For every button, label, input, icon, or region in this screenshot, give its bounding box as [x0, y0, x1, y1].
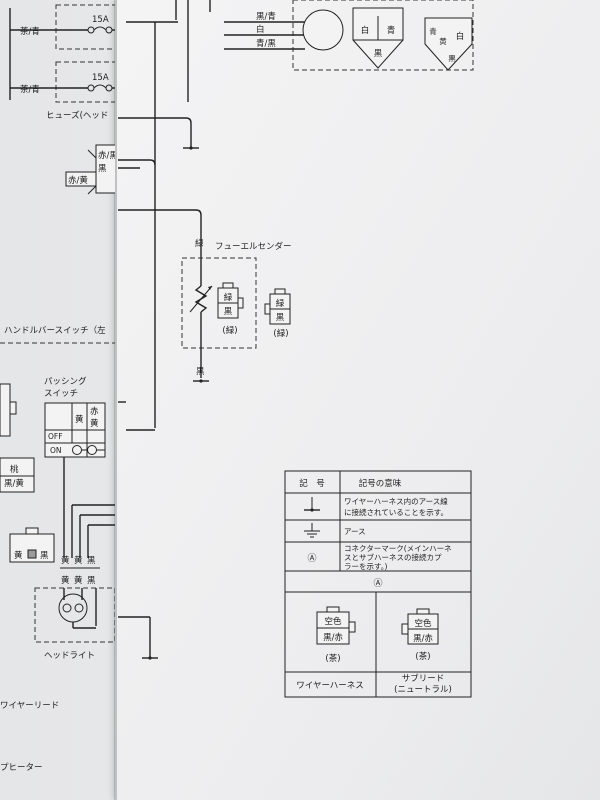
fuel-sender-wire-green: 緑 — [195, 238, 204, 249]
coupler-left-color: (茶) — [325, 653, 340, 664]
hl-wire-black-1: 黒 — [87, 556, 96, 566]
fuel-sender-box — [181, 257, 257, 349]
hl-wire-yellow-1: 黄 — [61, 555, 70, 566]
coupler-a-white: 白 — [361, 25, 370, 36]
left-edge-component — [0, 383, 11, 437]
left-connector: 赤/黒 黒 赤/黄 — [65, 144, 118, 195]
passing-switch: パッシング スイッチ 黄 赤 黄 OFF ON — [44, 376, 106, 458]
legend-row1-line2: に接続されていることを示す。 — [344, 507, 448, 517]
passing-switch-title-1: パッシング — [44, 376, 87, 387]
left-connector-black: 黒 — [98, 164, 107, 174]
coupler-b-white: 白 — [456, 31, 465, 42]
earth-icon — [304, 523, 320, 538]
fuel-sender: フューエルセンダー 緑 緑 黒 (緑) 緑 黒 (緑) 黒 — [181, 238, 292, 383]
fuse-wire-label-1: 茶/青 — [20, 26, 40, 37]
hl-wire-yellow-3: 黄 — [61, 575, 70, 586]
coupler-a-black: 黒 — [374, 49, 383, 59]
fuse-wire-label-2: 茶/青 — [20, 84, 40, 95]
wire-black-blue: 黒/青 — [256, 11, 276, 22]
top-meter-group: 黒/青 白 青/黒 白 青 黒 青 黄 白 黒 — [224, 0, 474, 71]
coupler-left-bottom: 黒/赤 — [323, 633, 343, 643]
headlight-connector-yellow: 黄 — [14, 550, 23, 561]
peach-connector: 桃 黒/黄 — [0, 457, 35, 493]
hl-wire-black-2: 黒 — [87, 576, 96, 586]
fuel-sender-conn-color: (緑) — [222, 325, 237, 336]
fuel-sender-conn-green: 緑 — [224, 292, 233, 303]
hl-wire-yellow-2: 黄 — [74, 555, 83, 566]
handlebar-switch-title: ハンドルバースイッチ（左 — [4, 325, 106, 336]
fuse-rating-1: 15A — [92, 15, 109, 25]
coupler-b — [424, 17, 473, 71]
legend-header-symbol: 記 号 — [299, 478, 325, 489]
passing-switch-red: 赤 — [90, 407, 99, 417]
passing-switch-on: ON — [50, 446, 62, 455]
fuse-block-1: 15A 茶/青 — [10, 4, 119, 50]
headlight-block: ヘッドライト — [34, 587, 116, 661]
meter-icon — [302, 9, 344, 51]
legend-row2-text: アース — [344, 527, 366, 536]
hl-wire-yellow-4: 黄 — [74, 575, 83, 586]
coupler-sub-lead: 空色 黒/赤 (茶) — [401, 608, 439, 662]
peach-label: 桃 — [10, 464, 19, 475]
coupler-right-color: (茶) — [415, 651, 430, 662]
passing-switch-yellow-2: 黄 — [90, 418, 99, 429]
fuel-sender-title: フューエルセンダー — [215, 241, 292, 252]
legend-row3-line3: ラーを示す。) — [344, 562, 387, 571]
legend-row3-line2: スとサブハーネスの接続カプ — [344, 552, 442, 562]
legend-header-meaning: 記号の意味 — [359, 478, 402, 489]
passing-switch-yellow: 黄 — [75, 414, 84, 425]
legend-table: 記 号 記号の意味 ワイヤーハーネス内のアース線 に接続されていることを示す。 … — [284, 470, 472, 698]
left-connector-red-black: 赤/黒 — [98, 151, 118, 161]
passing-switch-off: OFF — [48, 432, 63, 441]
right-page-surface — [116, 0, 600, 800]
coupler-b-yellow: 黄 — [439, 36, 447, 46]
coupler-left-top: 空色 — [324, 616, 342, 627]
outside-conn-green: 緑 — [276, 298, 285, 309]
legend-footer-right-2: (ニュートラル) — [394, 685, 452, 695]
fuse-box-2 — [55, 61, 119, 103]
headlight-connector: 黄 黒 — [9, 527, 55, 563]
coupler-a-blue: 青 — [387, 25, 396, 36]
coupler-main-harness: 空色 黒/赤 (茶) — [316, 606, 356, 664]
passing-switch-title-2: スイッチ — [44, 389, 78, 399]
coupler-right-bottom: 黒/赤 — [413, 634, 433, 644]
fuel-sender-ground-black: 黒 — [196, 367, 205, 377]
headlight-connector-black: 黒 — [40, 551, 49, 561]
black-yellow-label: 黒/黄 — [4, 478, 24, 489]
coupler-b-black: 黒 — [448, 54, 456, 63]
wire-white: 白 — [256, 24, 265, 35]
wire-lead-label: ワイヤーリード — [0, 701, 59, 711]
fuse-block-2: 15A 茶/青 — [10, 61, 119, 103]
fuel-sender-conn-black: 黒 — [224, 307, 233, 317]
wire-blue-black: 青/黒 — [256, 38, 276, 49]
fuse-rating-2: 15A — [92, 73, 109, 83]
headlight-label: ヘッドライト — [44, 651, 95, 661]
fuse-headlight-label: ヒューズ(ヘッド — [46, 110, 108, 121]
coupler-b-blue: 青 — [429, 26, 437, 36]
legend-row1-line1: ワイヤーハーネス内のアース線 — [344, 496, 448, 506]
coupler-right-top: 空色 — [414, 618, 432, 629]
left-connector-red-yellow: 赤/黄 — [68, 175, 88, 186]
heater-label: プヒーター — [0, 763, 43, 773]
connector-mark-icon: Ⓐ — [307, 553, 316, 564]
outside-conn-black: 黒 — [276, 313, 285, 323]
legend-row3-line1: コネクターマーク(メインハーネ — [344, 544, 452, 553]
legend-footer-right-1: サブリード — [402, 673, 445, 684]
outside-conn-color: (緑) — [273, 328, 288, 339]
section-connector-mark: Ⓐ — [373, 578, 382, 589]
legend-footer-left: ワイヤーハーネス — [296, 681, 364, 691]
